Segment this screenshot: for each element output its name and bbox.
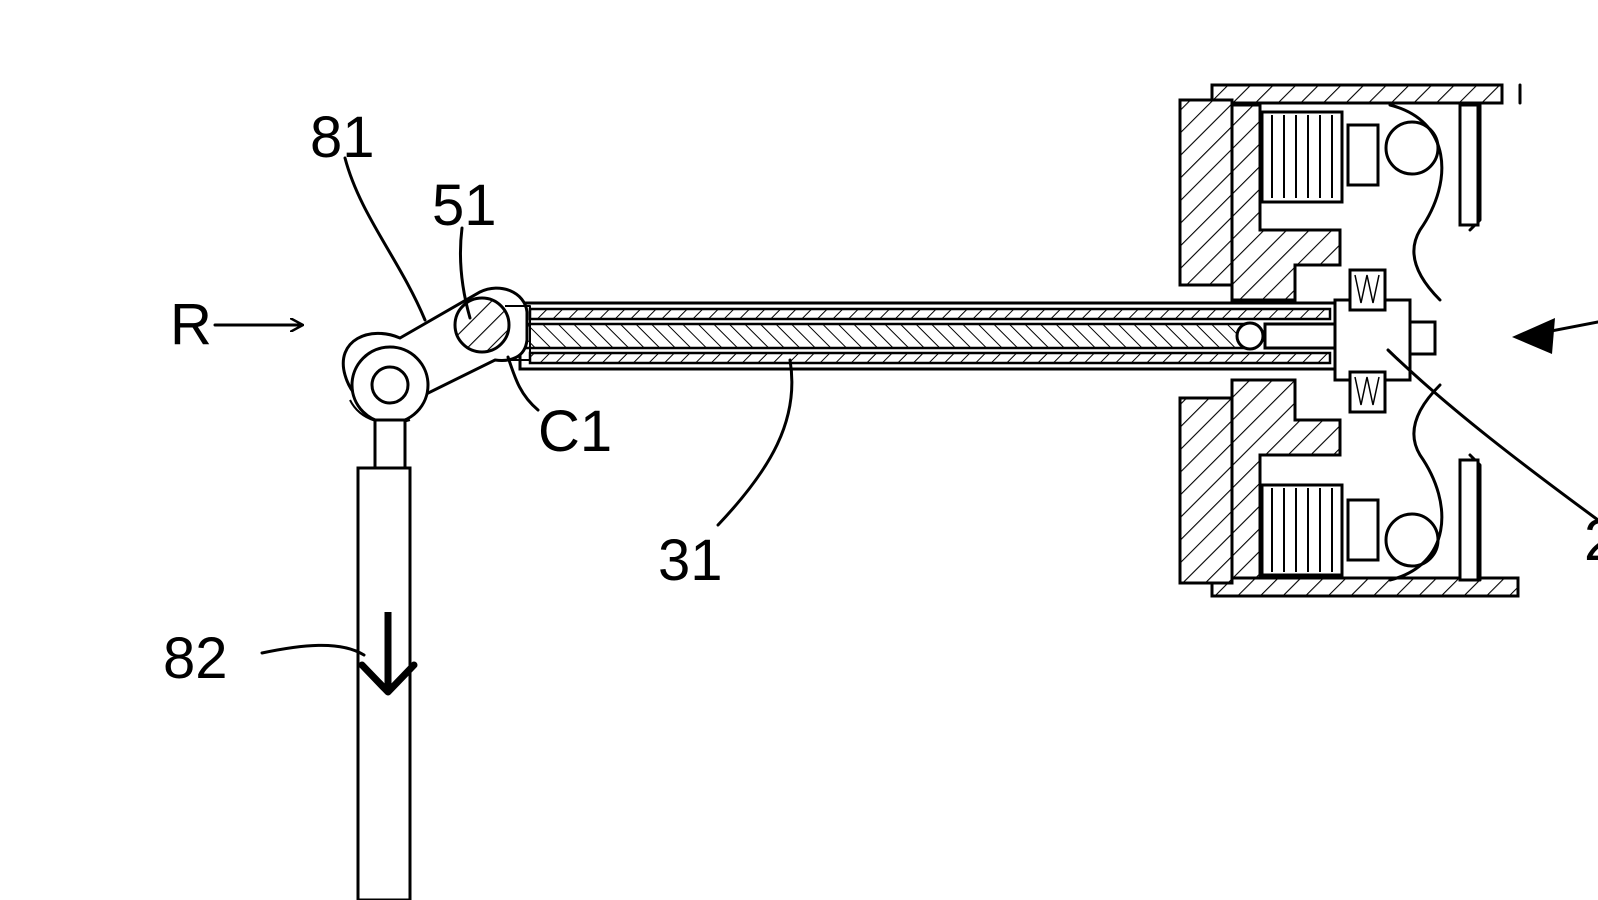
input-arrow [1512, 318, 1598, 354]
label-81: 81 [310, 105, 375, 170]
label-c1: C1 [538, 399, 612, 464]
label-82: 82 [163, 626, 228, 691]
pin-51 [455, 298, 509, 352]
label-r: R [170, 292, 212, 357]
friction-plates-top [1262, 112, 1342, 202]
shaft-31 [520, 303, 1335, 369]
label-2: 2 [1584, 508, 1598, 573]
label-51: 51 [432, 173, 497, 238]
friction-plates-bottom [1262, 485, 1342, 575]
rod-82 [358, 420, 414, 900]
lever-81 [343, 288, 530, 423]
label-31: 31 [658, 528, 723, 593]
